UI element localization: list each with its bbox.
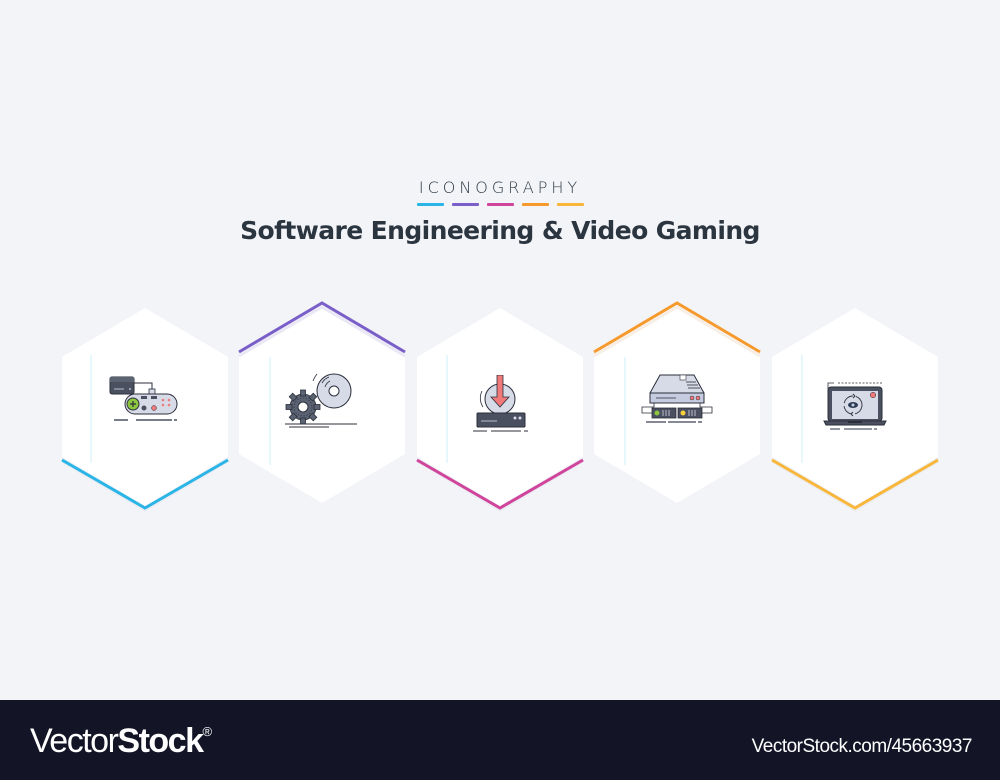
brand-light: Vector	[30, 722, 119, 760]
image-url[interactable]: VectorStock.com/45663937	[751, 736, 973, 757]
color-bar	[521, 203, 549, 206]
hexagon-frame	[593, 301, 761, 503]
download-drive-icon	[473, 375, 528, 432]
icon-tile-4	[592, 297, 762, 507]
icon-tile-1	[60, 305, 230, 515]
color-bars	[0, 203, 1000, 206]
color-bar	[416, 203, 444, 206]
game-console-controller-icon	[109, 376, 178, 421]
brand-bold: Stock	[117, 722, 204, 760]
footer-bar: VectorStock® VectorStock.com/45663937	[0, 700, 1000, 780]
icon-tile-5	[770, 305, 940, 515]
header: ICONOGRAPHY Software Engineering & Video…	[0, 178, 1000, 245]
icon-tile-3	[415, 305, 585, 515]
laptop-eye-refresh-icon	[823, 382, 887, 430]
icon-tile-2	[237, 297, 407, 507]
color-bar	[451, 203, 479, 206]
color-bar	[556, 203, 584, 206]
vectorstock-logo[interactable]: VectorStock®	[30, 722, 212, 761]
kicker-label: ICONOGRAPHY	[418, 178, 582, 197]
icon-row	[60, 297, 940, 515]
color-bar	[486, 203, 514, 206]
hard-drive-server-icon	[641, 374, 713, 423]
registered-mark: ®	[202, 724, 213, 739]
page-title: Software Engineering & Video Gaming	[240, 216, 760, 245]
gear-disc-icon	[285, 373, 357, 428]
hexagon-frame	[238, 301, 406, 503]
